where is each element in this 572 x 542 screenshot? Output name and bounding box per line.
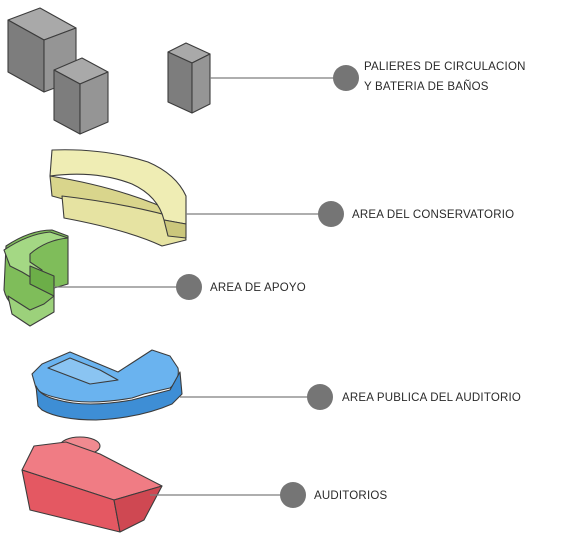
leader-circulation [210, 65, 359, 91]
label-circulation-line-1: PALIERES DE CIRCULACION [364, 61, 526, 73]
public-volume [31, 349, 183, 421]
label-circulation-line-2: Y BATERIA DE BAÑOS [364, 80, 489, 93]
auditorium-volume [21, 436, 163, 533]
leader-public [180, 384, 333, 410]
leader-support [54, 274, 202, 300]
label-auditorium: AUDITORIOS [314, 490, 387, 502]
leader-auditorium [150, 482, 306, 508]
marker-dot-conservatory [318, 201, 344, 227]
marker-dot-public [307, 384, 333, 410]
marker-dot-auditorium [280, 482, 306, 508]
label-support: AREA DE APOYO [210, 282, 306, 294]
support-volume [3, 229, 69, 327]
circulation-volumes [7, 7, 211, 135]
leader-conservatory [186, 201, 344, 227]
marker-dot-circulation [333, 65, 359, 91]
marker-dot-support [176, 274, 202, 300]
label-conservatory: AREA DEL CONSERVATORIO [352, 209, 514, 221]
label-public: AREA PUBLICA DEL AUDITORIO [342, 392, 521, 404]
label-circulation: PALIERES DE CIRCULACION Y BATERIA DE BAÑ… [364, 61, 529, 93]
conservatory-volume [49, 149, 187, 247]
